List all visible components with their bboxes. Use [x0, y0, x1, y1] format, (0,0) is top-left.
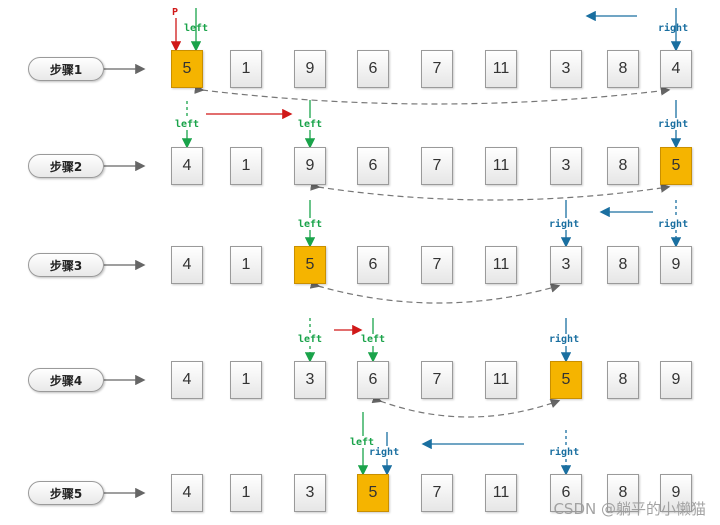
- array-cell: 3: [294, 361, 326, 399]
- array-cell: 7: [421, 361, 453, 399]
- array-cell: 1: [230, 246, 262, 284]
- array-cell: 9: [294, 147, 326, 185]
- array-cell: 11: [485, 361, 517, 399]
- array-cell: 11: [485, 246, 517, 284]
- array-cell: 8: [607, 474, 639, 512]
- right-pointer-label: right: [658, 219, 689, 230]
- right-pointer-label: right: [549, 219, 580, 230]
- array-cell: 4: [171, 246, 203, 284]
- p-pointer-label: P: [172, 7, 179, 18]
- array-cell: 9: [294, 50, 326, 88]
- array-cell: 4: [171, 147, 203, 185]
- array-cell: 3: [550, 50, 582, 88]
- array-cell: 1: [230, 50, 262, 88]
- swap-arc: [309, 279, 561, 304]
- step-label: 步骤4: [28, 368, 104, 392]
- array-cell: 11: [485, 147, 517, 185]
- right-pointer-label: right: [658, 23, 689, 34]
- array-cell: 11: [485, 474, 517, 512]
- watermark: CSDN @躺平的小懒猫: [553, 500, 706, 518]
- array-cell: 3: [550, 147, 582, 185]
- array-cell: 1: [230, 361, 262, 399]
- right-pointer-label: right: [369, 447, 400, 458]
- array-cell: 9: [660, 361, 692, 399]
- array-cell: 3: [550, 246, 582, 284]
- left-pointer-label: left: [361, 334, 386, 345]
- array-cell: 4: [660, 50, 692, 88]
- swap-arc: [194, 84, 671, 105]
- array-cell: 6: [357, 50, 389, 88]
- array-cell: 7: [421, 474, 453, 512]
- array-cell: 9: [660, 246, 692, 284]
- left-pointer-label: left: [184, 23, 209, 34]
- array-cell: 6: [357, 246, 389, 284]
- array-cell: 8: [607, 50, 639, 88]
- left-pointer-label: left: [298, 119, 323, 130]
- array-cell: 1: [230, 474, 262, 512]
- swap-arc: [310, 181, 671, 201]
- swap-arc: [371, 394, 561, 418]
- array-cell: 6: [357, 147, 389, 185]
- array-cell: 4: [171, 361, 203, 399]
- left-pointer-label: left: [298, 334, 323, 345]
- array-cell: 3: [294, 474, 326, 512]
- step-label: 步骤2: [28, 154, 104, 178]
- array-cell: 9: [660, 474, 692, 512]
- left-pointer-label: left: [350, 437, 375, 448]
- array-cell: 7: [421, 50, 453, 88]
- step-label: 步骤5: [28, 481, 104, 505]
- array-cell: 6: [550, 474, 582, 512]
- array-cell: 8: [607, 147, 639, 185]
- step-label: 步骤3: [28, 253, 104, 277]
- array-cell: 1: [230, 147, 262, 185]
- pivot-cell: 5: [660, 147, 692, 185]
- array-cell: 7: [421, 147, 453, 185]
- right-pointer-label: right: [549, 447, 580, 458]
- right-pointer-label: right: [658, 119, 689, 130]
- pivot-cell: 5: [357, 474, 389, 512]
- right-pointer-label: right: [549, 334, 580, 345]
- pivot-cell: 5: [550, 361, 582, 399]
- pivot-cell: 5: [294, 246, 326, 284]
- array-cell: 4: [171, 474, 203, 512]
- array-cell: 8: [607, 246, 639, 284]
- step-label: 步骤1: [28, 57, 104, 81]
- array-cell: 8: [607, 361, 639, 399]
- array-cell: 11: [485, 50, 517, 88]
- left-pointer-label: left: [175, 119, 200, 130]
- pivot-cell: 5: [171, 50, 203, 88]
- array-cell: 7: [421, 246, 453, 284]
- array-cell: 6: [357, 361, 389, 399]
- left-pointer-label: left: [298, 219, 323, 230]
